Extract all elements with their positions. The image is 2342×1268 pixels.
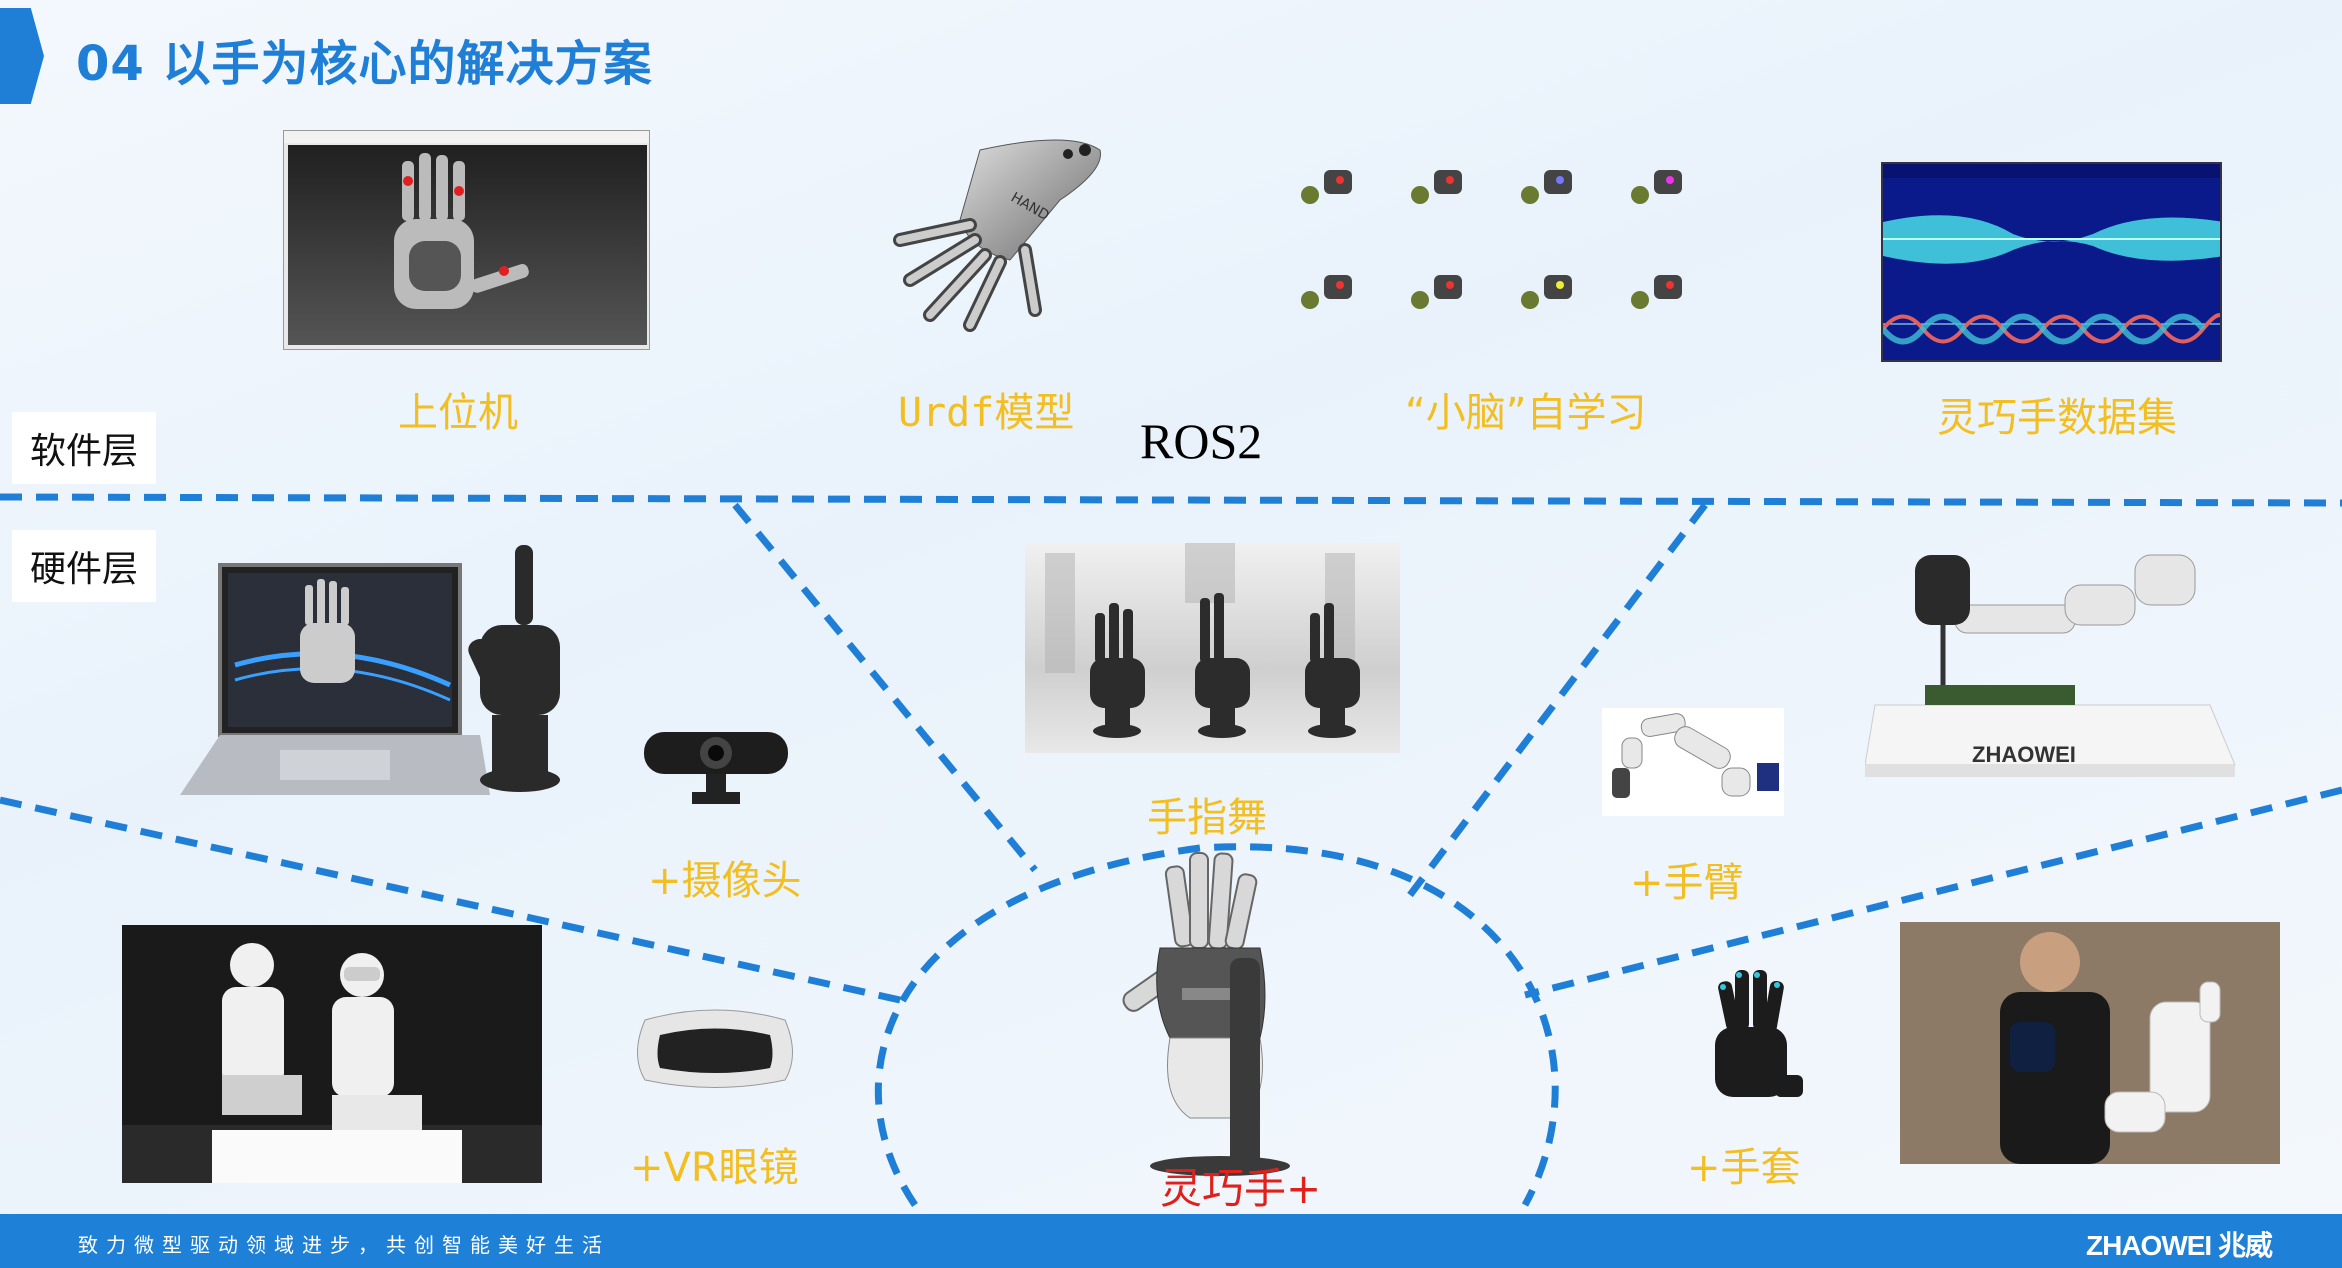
software-layer-label: 软件层	[12, 412, 157, 484]
finger-dance-photo	[1025, 543, 1400, 753]
dataset-caption: 灵巧手数据集	[1937, 395, 2177, 441]
dataset-waveform-screenshot	[1881, 162, 2222, 362]
layer-divider-line	[0, 493, 2342, 507]
connector-right-top	[1407, 502, 1708, 898]
webcam-image	[640, 720, 792, 820]
host-software-caption: 上位机	[398, 390, 518, 436]
page-title: 04 以手为核心的解决方案	[76, 36, 653, 92]
hardware-layer-label: 硬件层	[12, 530, 157, 602]
connector-left-bottom	[0, 796, 901, 1004]
robot-arm-on-base-image	[1865, 545, 2245, 780]
self-learning-simulation-grid	[1295, 145, 1725, 345]
urdf-hand-model-image: HAND	[860, 130, 1122, 340]
vr-headset-image	[625, 1000, 803, 1100]
host-software-screenshot	[283, 130, 650, 350]
footer-brand-logo: ZHAOWEI 兆威	[2086, 1230, 2273, 1261]
footer-bar	[0, 1214, 2342, 1268]
footer-slogan: 致力微型驱动领域进步，共创智能美好生活	[78, 1233, 610, 1257]
laptop-and-hand-image	[180, 545, 600, 815]
finger-dance-caption: 手指舞	[1147, 795, 1267, 841]
glove-caption: +手套	[1687, 1145, 1801, 1191]
arm-base-brand-text: ZHAOWEI	[1972, 742, 2076, 767]
haptic-glove-image	[1695, 965, 1807, 1115]
arm-caption: +手臂	[1630, 860, 1744, 906]
dashed-connectors	[0, 493, 2342, 1207]
connector-left-top	[732, 502, 1038, 873]
glove-demo-photo	[1900, 922, 2280, 1164]
dexterous-hand-center-image	[1110, 848, 1310, 1178]
urdf-model-caption: Urdf模型	[898, 390, 1075, 436]
hub-ellipse-arc	[874, 843, 1559, 1207]
connector-right-bottom	[1524, 786, 2342, 999]
dexterous-hand-caption: 灵巧手+	[1160, 1164, 1322, 1213]
robot-arm-image	[1602, 708, 1784, 816]
self-learning-caption: “小脑”自学习	[1405, 390, 1647, 436]
camera-caption: +摄像头	[648, 858, 802, 904]
vr-demo-photo	[122, 925, 542, 1183]
vr-caption: +VR眼镜	[630, 1145, 799, 1191]
ros2-label: ROS2	[1140, 413, 1263, 469]
